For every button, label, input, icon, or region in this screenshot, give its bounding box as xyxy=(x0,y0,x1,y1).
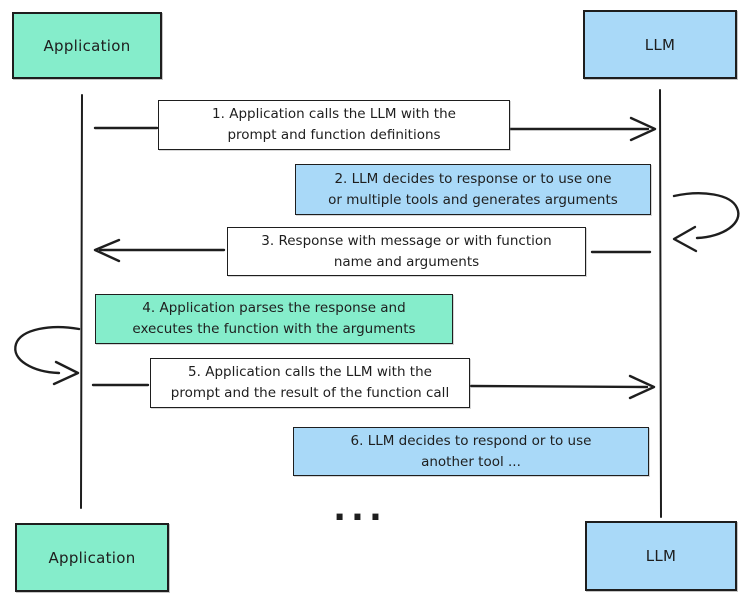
message-1-arrowhead-icon xyxy=(629,116,657,142)
message-1-label: 1. Application calls the LLM with the pr… xyxy=(158,100,510,150)
llm-self-loop-arrowhead-icon xyxy=(672,225,698,253)
llm-self-loop-arrow xyxy=(672,192,740,240)
message-6-label: 6. LLM decides to respond or to use anot… xyxy=(293,427,649,476)
message-4-label: 4. Application parses the response and e… xyxy=(95,294,453,344)
application-self-loop-arrow xyxy=(14,325,81,375)
message-2-label: 2. LLM decides to response or to use one… xyxy=(295,164,651,215)
actor-application-bottom: Application xyxy=(15,523,169,592)
continuation-ellipsis: ... xyxy=(333,489,387,529)
actor-application-top: Application xyxy=(12,12,162,79)
message-3-arrow-line xyxy=(98,248,652,254)
actor-llm-bottom: LLM xyxy=(585,521,737,591)
llm-lifeline xyxy=(659,89,662,518)
message-3-arrowhead-icon xyxy=(93,238,121,263)
actor-label: Application xyxy=(43,36,131,55)
actor-label: LLM xyxy=(644,35,676,54)
actor-label: Application xyxy=(48,548,136,567)
actor-llm-top: LLM xyxy=(583,10,737,79)
message-3-label: 3. Response with message or with functio… xyxy=(227,227,586,276)
message-5-label: 5. Application calls the LLM with the pr… xyxy=(150,358,470,408)
message-1-arrow-line xyxy=(93,126,650,131)
message-5-arrow-line xyxy=(91,383,649,389)
actor-label: LLM xyxy=(645,547,677,565)
message-5-arrowhead-icon xyxy=(628,374,656,400)
application-self-loop-arrowhead-icon xyxy=(52,360,80,386)
application-lifeline xyxy=(80,94,83,509)
